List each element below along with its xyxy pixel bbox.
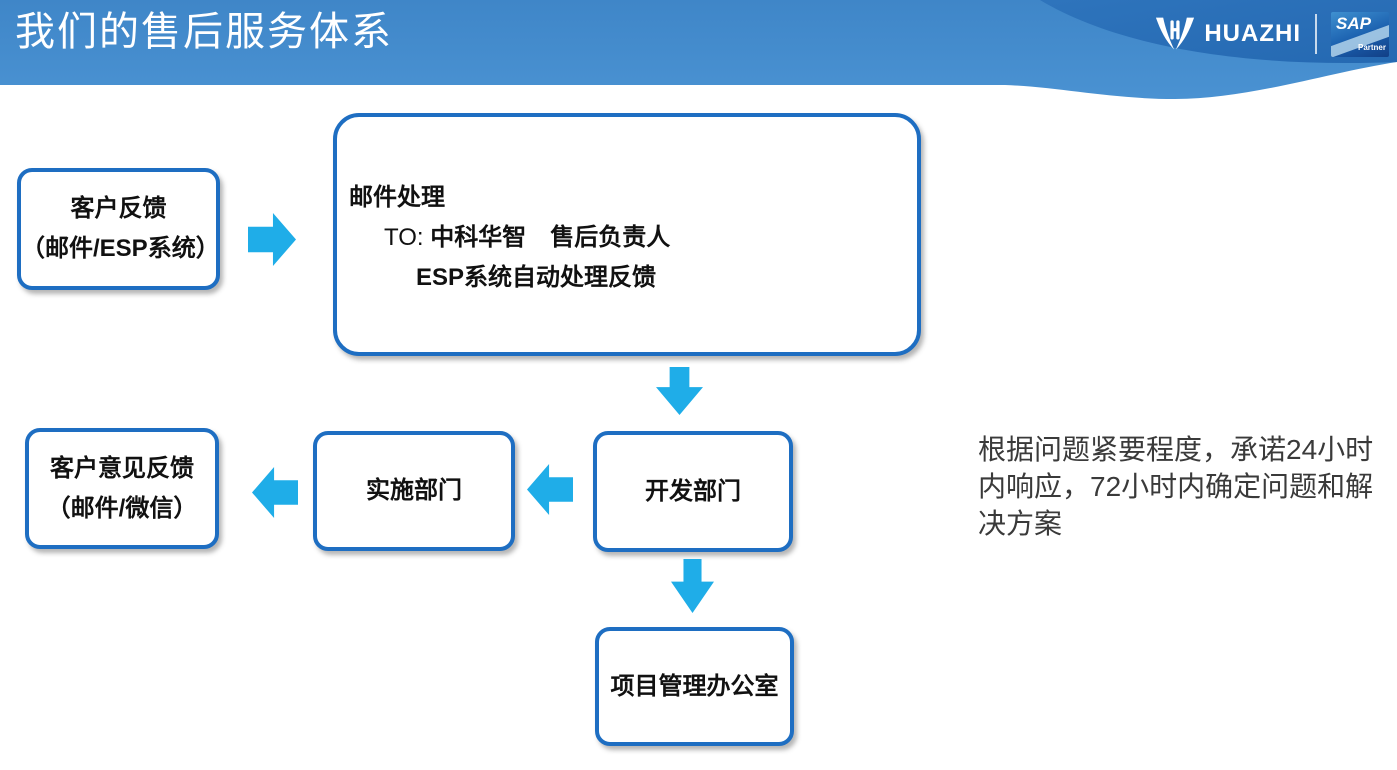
left-arrow-icon <box>527 464 573 515</box>
header-banner <box>0 0 1397 99</box>
sap-partner-label: Partner <box>1357 42 1386 52</box>
flow-box-label: （邮件/ESP系统） <box>21 235 220 262</box>
flow-box-label: 实施部门 <box>366 477 462 504</box>
right-arrow-icon <box>248 213 296 266</box>
header-dark-swoosh <box>1040 0 1397 64</box>
sap-logo-text: SAP <box>1336 13 1371 33</box>
header-band-shape <box>0 0 1397 99</box>
flow-box-label: 客户意见反馈 <box>50 454 194 482</box>
brand-separator <box>1315 14 1317 54</box>
huazhi-logo-text: HUAZHI <box>1204 20 1301 47</box>
flow-box-label: 项目管理办公室 <box>610 672 779 700</box>
flow-box-label: 开发部门 <box>645 477 741 505</box>
to-recipient: 中科华智 售后负责人 <box>430 224 671 251</box>
flow-box-line: ESP系统自动处理反馈 <box>416 264 657 291</box>
flow-box-pmo: 项目管理办公室 <box>595 627 794 746</box>
huazhi-logo-icon <box>1156 17 1195 50</box>
to-prefix: TO: <box>384 224 424 251</box>
down-arrow-icon <box>671 559 714 613</box>
flow-box-customer-feedback: 客户反馈 （邮件/ESP系统） <box>17 168 220 290</box>
flow-box-mail-processing: 邮件处理 TO: 中科华智 售后负责人 ESP系统自动处理反馈 <box>333 113 921 356</box>
flow-box-line: TO: 中科华智 售后负责人 <box>349 218 907 258</box>
left-arrow-icon <box>252 467 298 518</box>
flow-box-label: （邮件/微信） <box>46 494 198 522</box>
sap-partner-logo: SAP Partner <box>1331 11 1389 57</box>
brand-area: HUAZHI SAP Partner <box>1155 10 1389 58</box>
sla-note-text: 根据问题紧要程度，承诺24小时内响应，72小时内确定问题和解决方案 <box>978 434 1374 539</box>
down-arrow-icon <box>656 367 703 415</box>
flow-box-customer-opinion: 客户意见反馈 （邮件/微信） <box>25 428 219 549</box>
flow-box-development: 开发部门 <box>593 431 793 552</box>
page-title: 我们的售后服务体系 <box>15 10 393 54</box>
flow-box-implementation: 实施部门 <box>313 431 515 551</box>
flow-box-label: 客户反馈 <box>70 195 167 222</box>
flow-box-label: 邮件处理 <box>349 184 445 211</box>
